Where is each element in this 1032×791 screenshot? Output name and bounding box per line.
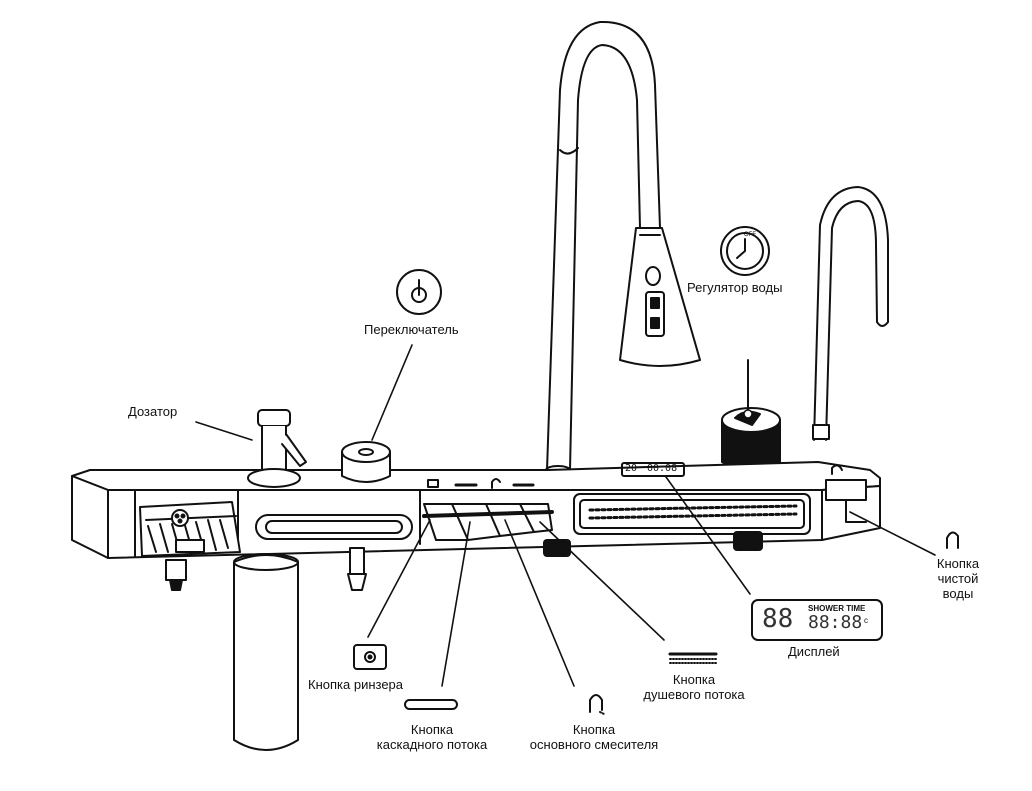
main-mixer-icon xyxy=(589,694,605,715)
display-legend-time-digits: 88:88 xyxy=(808,612,863,633)
pull-down-spout xyxy=(545,20,701,475)
label-switch: Переключатель xyxy=(364,322,459,337)
leader-lines xyxy=(195,344,936,687)
label-cascade-flow-button: Кнопка каскадного потока xyxy=(376,722,488,752)
label-water-regulator: Регулятор воды xyxy=(687,280,783,295)
display-legend-degree: c xyxy=(864,616,868,625)
display-legend-digits-left: 88 xyxy=(762,604,794,634)
rinser-icon xyxy=(353,644,387,670)
shower-icon xyxy=(668,652,718,664)
label-display: Дисплей xyxy=(788,644,840,659)
label-clean-water-button: Кнопка чистой воды xyxy=(936,556,980,601)
cascade-icon xyxy=(404,699,458,710)
regulator-off-text: OFF xyxy=(744,232,756,238)
regulator-off-icon xyxy=(720,226,770,276)
label-rinser-button: Кнопка ринзера xyxy=(308,677,404,692)
display-legend-box xyxy=(751,599,883,641)
water-regulator-knob xyxy=(721,359,781,472)
display-legend-shower-time: SHOWER TIME xyxy=(808,604,866,613)
label-shower-flow-button: Кнопка душевого потока xyxy=(643,672,745,702)
panel-display-temp: 20 xyxy=(625,463,638,474)
regulator-top-dial xyxy=(743,409,753,419)
soap-dispenser xyxy=(233,409,307,751)
label-dispenser: Дозатор xyxy=(128,404,178,419)
panel-display-time: 00:08 xyxy=(647,463,678,474)
label-main-mixer-button: Кнопка основного смесителя xyxy=(529,722,659,752)
switch-icon xyxy=(396,269,442,315)
drain-tray xyxy=(139,501,241,557)
clean-water-icon xyxy=(946,531,959,549)
switch-knob xyxy=(341,441,391,483)
clean-water-faucet xyxy=(812,186,889,441)
